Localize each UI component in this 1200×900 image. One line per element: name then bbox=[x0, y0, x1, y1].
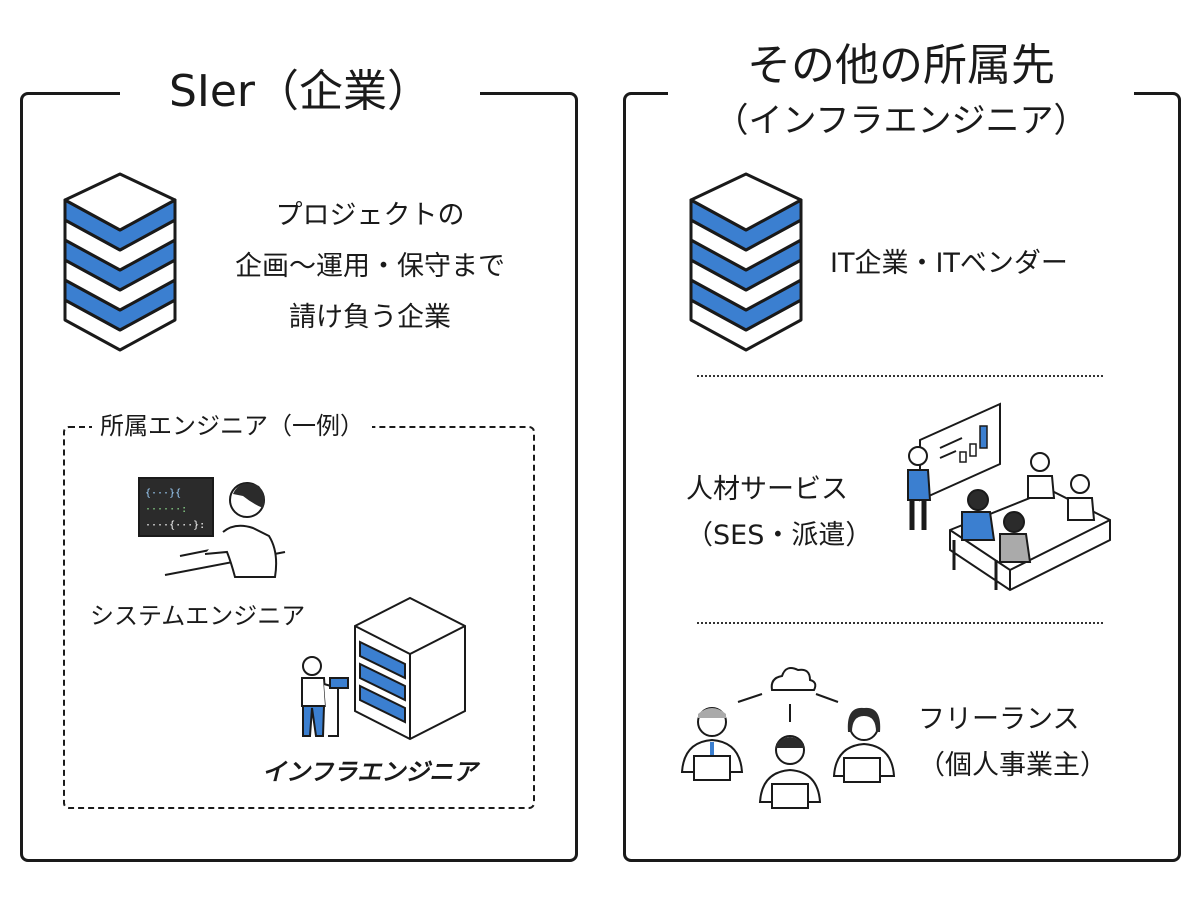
freelance-line-2: （個人事業主） bbox=[918, 750, 1107, 781]
server-rack-illustration bbox=[301, 596, 466, 741]
sier-title: SIer（企業） bbox=[120, 64, 480, 120]
other-title-line-2: （インフラエンジニア） bbox=[714, 101, 1088, 141]
sier-description: プロジェクトの 企画〜運用・保守まで 請け負う企業 bbox=[200, 196, 540, 338]
infra-engineer-label: インフラエンジニア bbox=[262, 758, 478, 786]
code-line-1: {···}{ bbox=[145, 488, 181, 499]
freelance-line-1: フリーランス bbox=[918, 704, 1080, 735]
freelance-label: フリーランス （個人事業主） bbox=[918, 700, 1107, 786]
server-stack-icon bbox=[63, 172, 177, 352]
sier-desc-line-3: 請け負う企業 bbox=[289, 302, 451, 333]
meeting-illustration bbox=[907, 402, 1111, 592]
divider-1 bbox=[697, 375, 1103, 377]
divider-2 bbox=[697, 622, 1103, 624]
other-affiliations-title: その他の所属先 （インフラエンジニア） bbox=[668, 38, 1134, 142]
programmer-illustration: {···}{ ······: ····{···}: bbox=[138, 477, 286, 578]
engineers-box-label: 所属エンジニア（一例） bbox=[92, 410, 372, 442]
staffing-line-1: 人材サービス bbox=[686, 474, 848, 505]
staffing-label: 人材サービス （SES・派遣） bbox=[686, 470, 872, 556]
system-engineer-label: システムエンジニア bbox=[90, 602, 306, 630]
cloud-network-illustration bbox=[680, 667, 896, 809]
it-companies-label: IT企業・ITベンダー bbox=[830, 248, 1068, 279]
code-line-2: ······: bbox=[145, 504, 187, 515]
staffing-line-2: （SES・派遣） bbox=[686, 520, 873, 551]
sier-desc-line-2: 企画〜運用・保守まで bbox=[235, 251, 505, 282]
server-stack-icon bbox=[689, 172, 803, 352]
sier-desc-line-1: プロジェクトの bbox=[275, 200, 465, 231]
other-title-line-1: その他の所属先 bbox=[747, 40, 1055, 91]
code-line-3: ····{···}: bbox=[145, 520, 205, 531]
